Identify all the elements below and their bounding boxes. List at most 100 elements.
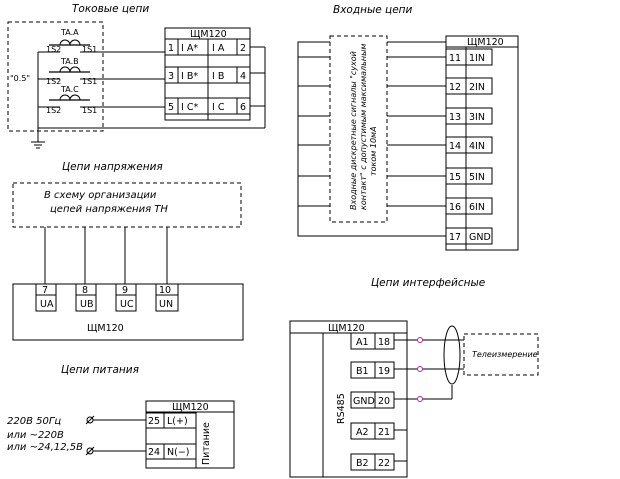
current-terminal-row: 3 I B* I B 4 xyxy=(164,66,251,84)
vt-note-line2: цепей напряжения ТН xyxy=(50,204,168,215)
terminal-marker-icon xyxy=(417,337,423,343)
svg-text:UA: UA xyxy=(40,299,54,310)
voltage-terminal: 9UC xyxy=(115,283,137,312)
svg-text:8: 8 xyxy=(82,285,88,296)
shielded-cable-icon xyxy=(443,325,461,385)
terminal-marker-icon xyxy=(417,396,423,402)
input-note-text-2: контакт" с допустимым максимальным xyxy=(359,44,368,210)
current-terminal-row: 5 I C* I C 6 xyxy=(164,97,251,115)
svg-text:5: 5 xyxy=(168,102,174,113)
input-terminal: 17 GND xyxy=(445,227,493,245)
power-module-label: Питание xyxy=(201,422,212,465)
svg-text:7: 7 xyxy=(42,285,48,296)
svg-text:17: 17 xyxy=(449,232,461,243)
svg-text:L(+): L(+) xyxy=(167,416,188,427)
winding-start-label: 1S2 xyxy=(46,77,61,86)
supply-spec-line2: или ~220В xyxy=(7,430,64,441)
winding-start-label: 1S2 xyxy=(46,45,61,54)
transformer-name: TA.A xyxy=(60,28,79,37)
rs485-label: RS485 xyxy=(336,393,347,424)
svg-text:6IN: 6IN xyxy=(469,202,485,213)
supply-spec-line3: или ~24,12,5В xyxy=(7,442,83,453)
input-terminal: 13 3IN xyxy=(445,107,493,125)
interface-terminal: B2 22 xyxy=(350,453,395,471)
svg-text:I B: I B xyxy=(212,71,224,82)
current-circuits-title: Токовые цепи xyxy=(72,3,149,15)
svg-text:11: 11 xyxy=(449,53,461,64)
power-circuits-section: Цепи питания 220В 50Гц или ~220В или ~24… xyxy=(7,364,235,469)
svg-text:I C*: I C* xyxy=(181,102,198,113)
svg-text:1IN: 1IN xyxy=(469,53,485,64)
input-terminal: 11 1IN xyxy=(445,48,493,66)
svg-text:1: 1 xyxy=(168,43,174,54)
power-module xyxy=(195,411,235,469)
svg-text:9: 9 xyxy=(122,285,128,296)
svg-text:6: 6 xyxy=(240,102,246,113)
current-terminal-row: 1 I A* I A 2 xyxy=(164,38,251,56)
svg-text:I C: I C xyxy=(212,102,225,113)
input-circuits-title: Входные цепи xyxy=(333,4,413,16)
input-note-box xyxy=(329,35,388,223)
svg-text:22: 22 xyxy=(378,458,390,469)
svg-text:GND: GND xyxy=(353,396,375,407)
interface-terminal: A2 21 xyxy=(350,422,395,440)
svg-text:4IN: 4IN xyxy=(469,141,485,152)
power-terminal: 24 N(−) xyxy=(145,443,197,460)
telemetry-label: Телеизмерение xyxy=(472,350,538,359)
svg-text:I A: I A xyxy=(212,43,225,54)
voltage-circuits-section: Цепи напряжения В схему организации цепе… xyxy=(12,161,244,341)
transformer-ta-b: TA.B 1S2 1S1 xyxy=(38,57,165,86)
svg-text:UC: UC xyxy=(120,299,134,310)
svg-text:N(−): N(−) xyxy=(167,447,189,458)
transformer-name: TA.B xyxy=(60,57,79,66)
accuracy-class-label: "0.5" xyxy=(10,74,30,83)
interface-terminal: B1 19 xyxy=(350,361,395,379)
svg-text:3IN: 3IN xyxy=(469,112,485,123)
input-circuits-section: Входные цепи Входные дискретные сигналы … xyxy=(297,4,519,251)
svg-text:13: 13 xyxy=(449,112,461,123)
terminal-marker-icon xyxy=(417,366,423,372)
input-terminal: 16 6IN xyxy=(445,197,493,215)
winding-end-label: 1S1 xyxy=(82,106,97,115)
svg-text:2: 2 xyxy=(240,43,246,54)
svg-text:B1: B1 xyxy=(356,366,369,377)
vt-note-box xyxy=(12,182,242,228)
svg-text:19: 19 xyxy=(378,366,390,377)
svg-text:B2: B2 xyxy=(356,458,369,469)
svg-text:24: 24 xyxy=(148,447,160,458)
svg-text:UN: UN xyxy=(159,299,173,310)
svg-text:21: 21 xyxy=(378,427,390,438)
svg-text:12: 12 xyxy=(449,82,461,93)
winding-end-label: 1S1 xyxy=(82,45,97,54)
transformer-ta-c: TA.C 1S2 1S1 xyxy=(38,85,165,115)
svg-text:10: 10 xyxy=(159,285,171,296)
vt-note-line1: В схему организации xyxy=(44,190,157,201)
interface-circuits-title: Цепи интерфейсные xyxy=(371,277,485,289)
svg-text:4: 4 xyxy=(240,71,246,82)
voltage-terminal: 7UA xyxy=(35,283,57,312)
svg-text:18: 18 xyxy=(378,337,390,348)
input-note-text-3: током 10мА xyxy=(369,126,378,176)
device-label: ЩМ120 xyxy=(190,29,227,40)
ct-dashed-frame xyxy=(7,21,104,132)
svg-text:I A*: I A* xyxy=(181,43,198,54)
power-circuits-title: Цепи питания xyxy=(61,364,139,376)
voltage-circuits-title: Цепи напряжения xyxy=(62,161,163,173)
device-label: ЩМ120 xyxy=(328,323,365,334)
svg-text:15: 15 xyxy=(449,172,461,183)
svg-text:16: 16 xyxy=(449,202,461,213)
winding-end-label: 1S1 xyxy=(82,77,97,86)
svg-text:3: 3 xyxy=(168,71,174,82)
svg-text:A2: A2 xyxy=(356,427,369,438)
svg-text:20: 20 xyxy=(378,396,390,407)
svg-text:GND: GND xyxy=(469,232,491,243)
